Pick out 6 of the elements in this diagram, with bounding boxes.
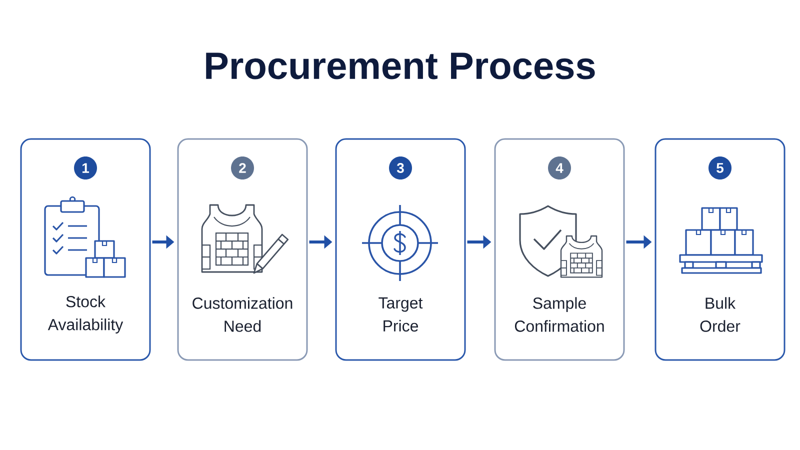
- number-badge: 4: [548, 156, 571, 180]
- title: Procurement Process: [206, 52, 595, 80]
- number-badge: 2: [231, 156, 254, 180]
- number-badge: 3: [389, 156, 412, 180]
- number-badge: 5: [708, 156, 732, 180]
- number-badge: 1: [74, 156, 97, 180]
